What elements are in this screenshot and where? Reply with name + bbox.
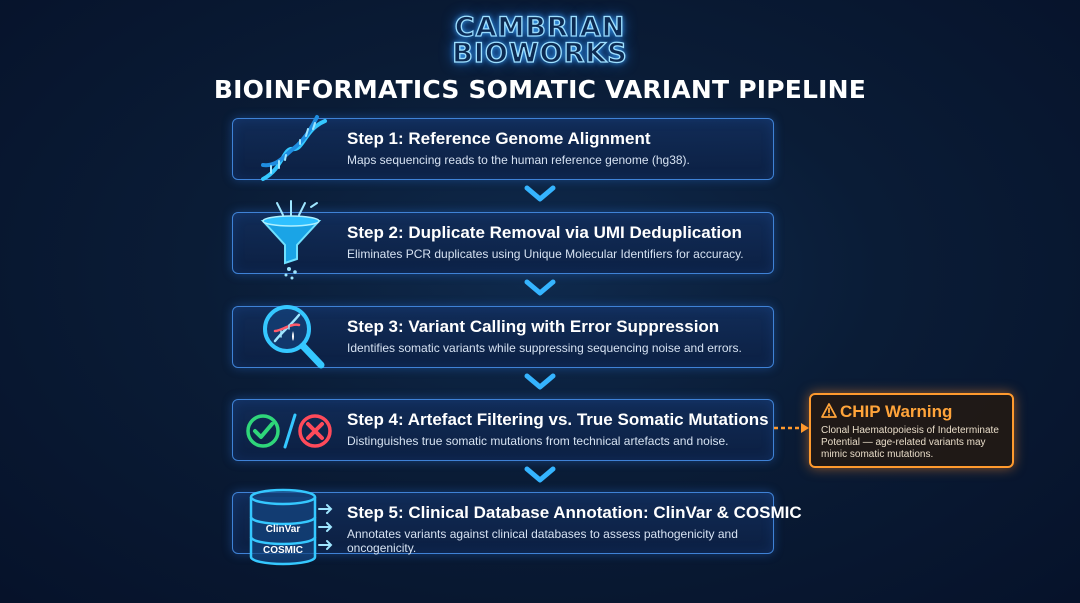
chip-warning-text: Clonal Haematopoiesis of Indeterminate P… (821, 425, 999, 460)
warning-triangle-icon (821, 403, 837, 418)
page-title: BIOINFORMATICS SOMATIC VARIANT PIPELINE (213, 75, 867, 104)
step-4-description: Distinguishes true somatic mutations fro… (347, 434, 729, 448)
chevron-down-icon (524, 279, 556, 296)
step-1-description: Maps sequencing reads to the human refer… (347, 153, 690, 167)
chip-warning-title-text: CHIP Warning (840, 402, 953, 421)
database-icon (249, 488, 333, 566)
cosmic-label: COSMIC (263, 545, 303, 556)
step-5-title: Step 5: Clinical Database Annotation: Cl… (347, 503, 802, 522)
warning-connector-arrow (774, 423, 809, 433)
dna-icon (261, 115, 327, 181)
clinvar-label: ClinVar (265, 524, 301, 535)
step-3-description: Identifies somatic variants while suppre… (347, 341, 742, 355)
step-1-title: Step 1: Reference Genome Alignment (347, 129, 651, 148)
step-5-card: ClinVar COSMIC Step 5: Clinical Database… (232, 488, 802, 566)
step-4-card: Step 4: Artefact Filtering vs. True Soma… (232, 399, 774, 461)
step-4-title: Step 4: Artefact Filtering vs. True Soma… (347, 410, 769, 429)
step-2-description: Eliminates PCR duplicates using Unique M… (347, 247, 744, 261)
chip-warning-box: CHIP Warning Clonal Haematopoiesis of In… (809, 393, 1014, 468)
step-1-card: Step 1: Reference Genome Alignment Maps … (232, 115, 774, 181)
chevron-down-icon (524, 185, 556, 202)
step-3-title: Step 3: Variant Calling with Error Suppr… (347, 317, 720, 336)
step-3-card: Step 3: Variant Calling with Error Suppr… (232, 305, 774, 369)
chip-warning-title: CHIP Warning (821, 402, 952, 422)
step-2-title: Step 2: Duplicate Removal via UMI Dedupl… (347, 223, 742, 242)
chevron-down-icon (524, 466, 556, 483)
chevron-down-icon (524, 373, 556, 390)
brand-logo-line2: BIOWORKS (452, 38, 628, 69)
check-cross-icon (246, 413, 332, 449)
step-5-description: Annotates variants against clinical data… (347, 527, 738, 555)
step-2-card: Step 2: Duplicate Removal via UMI Dedupl… (232, 200, 774, 280)
brand-logo-line1: CAMBRIAN (454, 12, 626, 43)
funnel-icon (260, 200, 322, 280)
magnifier-dna-icon (263, 305, 325, 369)
